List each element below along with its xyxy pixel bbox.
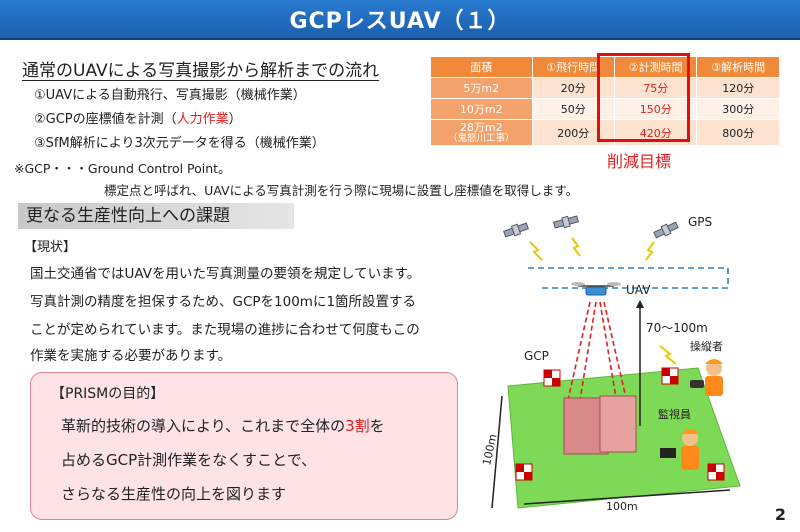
camera-line xyxy=(603,301,627,399)
title-bar: GCPレスUAV（１） xyxy=(0,0,800,40)
supervisor-label: 監視員 xyxy=(658,407,691,421)
row-measure: 75分 xyxy=(613,77,698,99)
purpose-line-1-highlight: 3割 xyxy=(345,417,370,435)
table-row: 5万m2 20分 75分 120分 xyxy=(430,77,780,99)
side-bottom-label: 100m xyxy=(606,500,638,513)
table-header: ③解析時間 xyxy=(696,56,780,78)
body-line: 写真計測の精度を担保するため、GCPを100mに1箇所設置する xyxy=(30,294,417,310)
row-area: 10万m2 xyxy=(430,98,533,120)
signal-icon xyxy=(659,345,677,365)
purpose-line-1: 革新的技術の導入により、これまで全体の3割を xyxy=(61,415,385,436)
table-header: ②計測時間 xyxy=(613,56,698,78)
signal-icon xyxy=(645,241,655,261)
height-label: 70～100m xyxy=(646,321,708,335)
gcp-marker-icon xyxy=(543,369,561,387)
table-row: 28万m2 （鬼怒川工事） 200分 420分 800分 xyxy=(430,119,780,146)
satellite-icon xyxy=(503,222,529,238)
row-measure: 420分 xyxy=(613,119,698,146)
section-heading: 更なる生産性向上への課題 xyxy=(18,203,294,229)
row-area: 28万m2 （鬼怒川工事） xyxy=(430,119,533,146)
purpose-line-1-post: を xyxy=(369,417,385,435)
height-arrow-head xyxy=(636,300,644,308)
supervisor-icon xyxy=(660,429,699,470)
signal-icon xyxy=(571,237,581,257)
camera-line xyxy=(599,301,617,399)
table-header: ①飛行時間 xyxy=(531,56,615,78)
purpose-title: 【PRISMの目的】 xyxy=(51,386,165,402)
satellite-icon xyxy=(553,215,579,229)
flight-path xyxy=(528,267,729,289)
flow-step-2: ②GCPの座標値を計測（人力作業） xyxy=(34,108,242,127)
purpose-box: 【PRISMの目的】 革新的技術の導入により、これまで全体の3割を 占めるGCP… xyxy=(30,372,458,520)
satellite-icon xyxy=(653,221,679,239)
row-analysis: 120分 xyxy=(696,77,780,99)
operator-icon xyxy=(690,359,723,396)
row-measure: 150分 xyxy=(613,98,698,120)
row-flight: 200分 xyxy=(531,119,615,146)
gcp-note: ※GCP・・・Ground Control Point。 xyxy=(14,161,231,176)
drone-icon xyxy=(571,282,621,296)
gps-label: GPS xyxy=(688,215,712,229)
row-flight: 20分 xyxy=(531,77,615,99)
uav-survey-diagram: GPS UAV 70～100m GCP 操縦者 xyxy=(480,215,741,513)
row-area-main: 28万m2 xyxy=(459,120,503,134)
side-left-label: 100m xyxy=(480,433,499,467)
flow-step-2-highlight: 人力作業 xyxy=(176,112,229,127)
uav-label: UAV xyxy=(626,283,651,297)
row-analysis: 800分 xyxy=(696,119,780,146)
camera-line xyxy=(579,301,597,401)
gcp-marker-icon xyxy=(661,367,679,385)
gcp-note-detail: 標定点と呼ばれ、UAVによる写真計測を行う際に現場に設置し座標値を取得します。 xyxy=(104,183,578,198)
purpose-line-2: 占めるGCP計測作業をなくすことで、 xyxy=(61,451,317,469)
side-left-arrow xyxy=(491,395,503,509)
operator-label: 操縦者 xyxy=(690,339,723,353)
row-area-sub: （鬼怒川工事） xyxy=(447,132,515,144)
row-analysis: 300分 xyxy=(696,98,780,120)
page-title: GCPレスUAV（１） xyxy=(289,9,511,34)
signal-icon xyxy=(529,241,543,261)
body-line: 国土交通省ではUAVを用いた写真測量の要領を規定しています。 xyxy=(30,266,421,282)
gcp-marker-icon xyxy=(707,463,725,481)
table-row: 10万m2 50分 150分 300分 xyxy=(430,98,780,120)
row-area: 5万m2 xyxy=(430,77,533,99)
gcp-marker-icon xyxy=(515,463,533,481)
body-line: 作業を実施する必要があります。 xyxy=(30,348,232,364)
flow-step-1: ①UAVによる自動飛行、写真撮影（機械作業） xyxy=(34,88,306,103)
camera-line xyxy=(567,301,591,401)
purpose-line-1-pre: 革新的技術の導入により、これまで全体の xyxy=(61,417,346,435)
body-line: ことが定められています。また現場の進捗に合わせて何度もこの xyxy=(30,322,420,338)
flow-heading: 通常のUAVによる写真撮影から解析までの流れ xyxy=(22,61,380,81)
gcp-label: GCP xyxy=(524,349,549,363)
reduce-target-label: 削減目標 xyxy=(607,152,672,171)
capture-area xyxy=(599,395,637,453)
flow-step-3: ③SfM解析により3次元データを得る（機械作業） xyxy=(34,136,325,151)
flow-step-2-post: ） xyxy=(228,112,242,127)
time-table: 面積 ①飛行時間 ②計測時間 ③解析時間 5万m2 20分 75分 120分 1… xyxy=(430,56,780,146)
table-header-row: 面積 ①飛行時間 ②計測時間 ③解析時間 xyxy=(430,56,780,78)
flow-step-2-pre: ②GCPの座標値を計測（ xyxy=(34,112,177,127)
table-header: 面積 xyxy=(430,56,533,78)
page-number: 2 xyxy=(774,505,786,524)
status-label: 【現状】 xyxy=(24,240,77,255)
side-bottom-arrow xyxy=(523,489,731,505)
purpose-line-3: さらなる生産性の向上を図ります xyxy=(61,485,287,503)
row-flight: 50分 xyxy=(531,98,615,120)
